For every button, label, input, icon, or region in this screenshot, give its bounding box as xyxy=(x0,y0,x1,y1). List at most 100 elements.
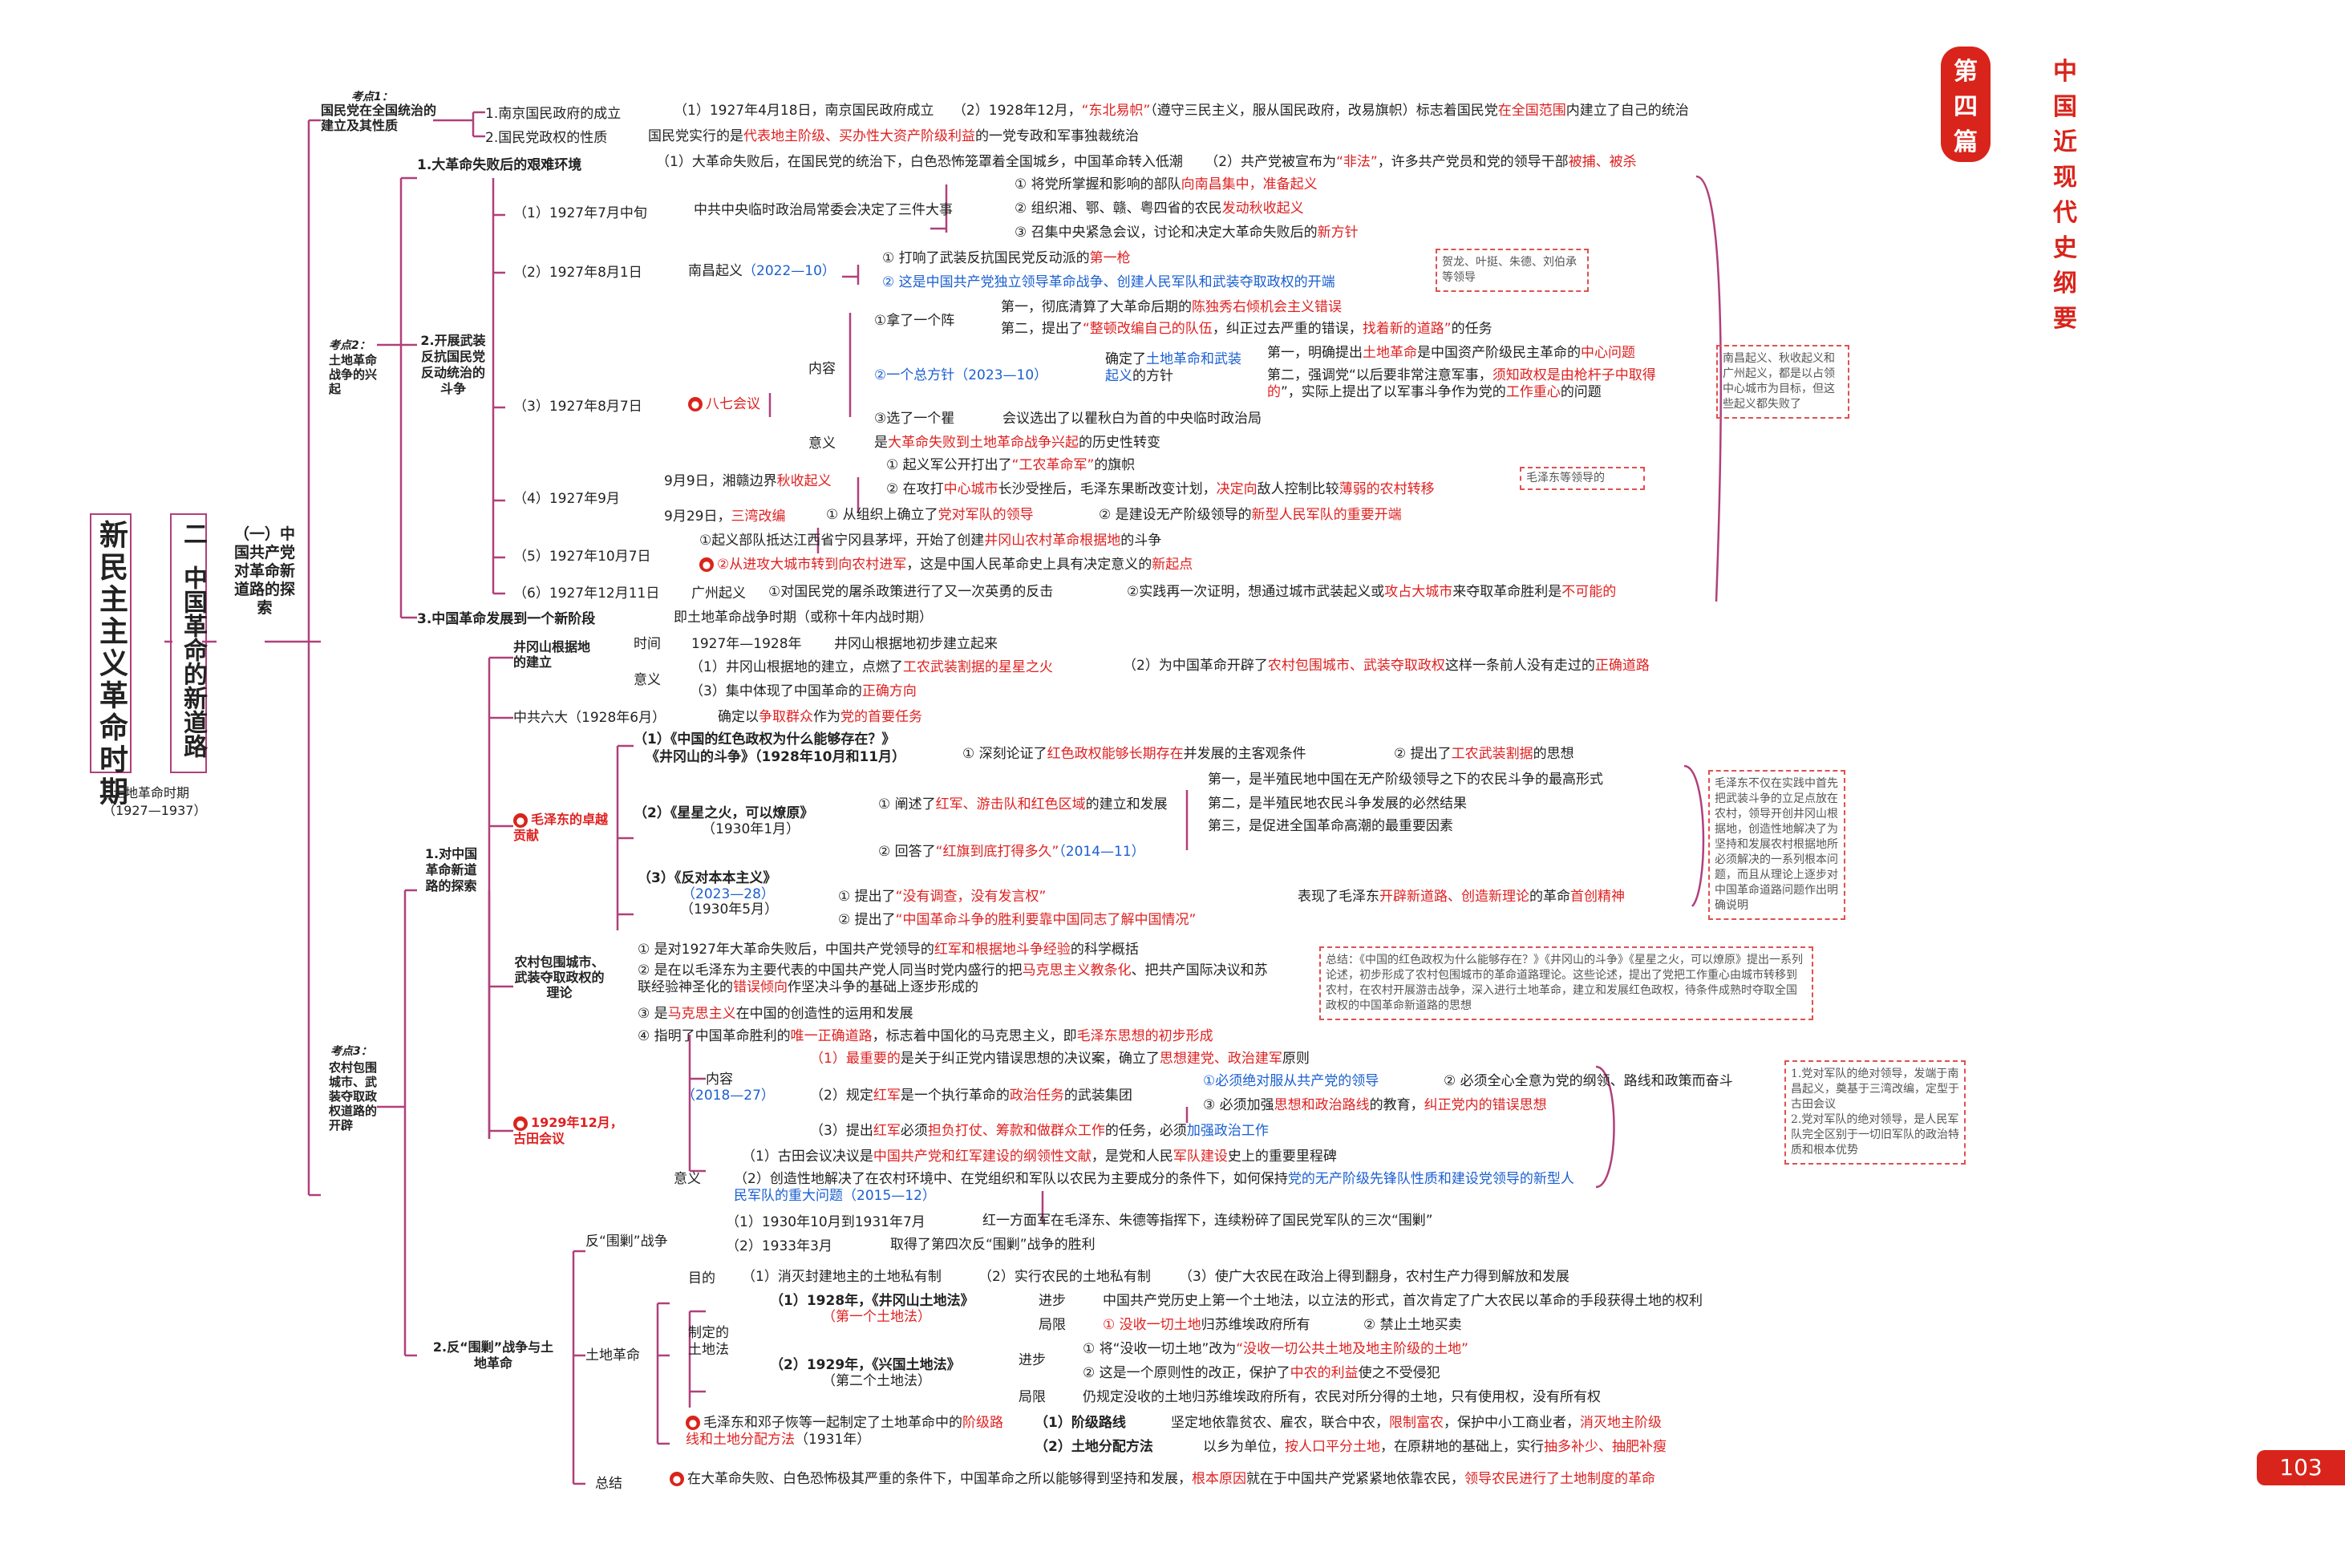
k2-r6ii-row: ②实践再一次证明，想通过城市武装起义或攻占大城市来夺取革命胜利是不可能的 xyxy=(1127,584,1616,601)
k3-jg-y3: （3）集中体现了中国革命的 xyxy=(690,683,862,699)
k2-r4b: 9月29日， xyxy=(664,508,731,525)
k3-jg-y: 意义 xyxy=(634,672,661,688)
k2-r4ivr: 新型人民军队的重要开端 xyxy=(1251,507,1402,523)
k2-r4-note: 毛泽东等领导的 xyxy=(1520,467,1645,490)
k2-r2ir: 第一枪 xyxy=(1089,250,1131,266)
k3-nc3b: 在中国的创造性的运用和发展 xyxy=(735,1006,913,1022)
k3-jg-y2-row: （2）为中国革命开辟了农村包围城市、武装夺取政权这样一条前人没有走过的正确道路 xyxy=(1123,658,1650,675)
k3-nc4b: ，标志着中国化的马克思主义，即 xyxy=(872,1028,1077,1044)
k2-label: 考点2： xyxy=(329,339,371,352)
k3-w1: （1）《中国的红色政权为什么能够存在？》 xyxy=(634,731,896,748)
k2-l1br: “非法” xyxy=(1336,154,1378,170)
k3-gt-y1r: 中国共产党和红军建设的纲领性文献 xyxy=(873,1149,1091,1165)
k2-r4a-row: 9月9日，湘赣边界秋收起义 xyxy=(664,473,832,490)
k2-r6ii: ②实践再一次证明，想通过城市武装起义或 xyxy=(1127,584,1385,600)
k2-r2ii: ② 这是中国共产党独立领导革命战争、创建人民军队和武装夺取政权的开端 xyxy=(882,274,1335,290)
k2-r1ir: 向南昌集中，准备起义 xyxy=(1181,176,1318,192)
k2-r3b-row: ●八七会议 xyxy=(688,396,760,413)
k3-td-l1: （1）阶级路线 xyxy=(1035,1415,1126,1431)
k3-nc4: ④ 指明了中国革命胜利的 xyxy=(638,1028,791,1044)
k2-r1: （1）1927年7月中旬 xyxy=(513,205,647,221)
k2-r5ib: 的斗争 xyxy=(1120,533,1162,549)
k3-jg-y2: （2）为中国革命开辟了 xyxy=(1123,658,1268,674)
k3-gt-n: 内容 xyxy=(706,1072,733,1088)
k3-gt-y2: （2）创造性地解决了在农村环境中、在党组织和军队以农民为主要成分的条件下，如何保… xyxy=(734,1171,1288,1187)
k2-l3: 3.中国革命发展到一个新阶段 xyxy=(417,611,596,627)
k2-r6: （6）1927年12月11日 xyxy=(513,585,660,602)
k3-gt3e: 加强政治工作 xyxy=(1186,1123,1269,1139)
k2-r3c1be: 的任务 xyxy=(1451,321,1492,337)
k3-nc1r: 红军和根据地斗争经验 xyxy=(934,942,1071,958)
k1-a2: （2）1928年12月， xyxy=(952,103,1082,119)
k3-zjb: 就在于中国共产党紧紧地依靠农民， xyxy=(1246,1471,1464,1487)
k2-r1iii-row: ③ 召集中央紧急会议，讨论和决定大革命失败后的新方针 xyxy=(1015,225,1359,241)
k3-gt2iiir: 思想和政治路线 xyxy=(1274,1097,1370,1113)
k2-r5i: ①起义部队抵达江西省宁冈县茅坪，开始了创建 xyxy=(699,533,985,549)
k3-td-z2-j2-row: ② 这是一个原则性的改正，保护了中农的利益使之不受侵犯 xyxy=(1083,1365,1440,1382)
k2-r6i: ①对国民党的屠杀政策进行了又一次英勇的反击 xyxy=(768,584,1054,600)
k3-gt2iii: ③ 必须加强 xyxy=(1203,1097,1274,1113)
k3-td-l: 毛泽东和邓子恢等一起制定了土地革命中的 xyxy=(703,1415,962,1431)
k3-jg-t: 时间 xyxy=(634,636,661,652)
k3-w3iir: “中国革命斗争的胜利要靠中国同志了解中国情况” xyxy=(895,912,1197,928)
k2-r5ii: ②从进攻大城市转到向农村进军 xyxy=(717,557,907,573)
k3-td-z2-j1-row: ① 将“没收一切土地”改为“没收一切公共土地及地主阶级的土地” xyxy=(1083,1341,1468,1358)
k3-nc1b: 的科学概括 xyxy=(1070,942,1139,958)
k3-s2: 2.反“围剿”战争与土地革命 xyxy=(432,1339,554,1371)
k3-jg-y1: （1）井冈山根据地的建立，点燃了 xyxy=(690,659,903,675)
k3-td-l1a: 坚定地依靠贫农、雇农，联合中农， xyxy=(1171,1415,1389,1431)
k2-r4i-row: ① 起义军公开打出了“工农革命军”的旗帜 xyxy=(886,457,1135,474)
k2-r3c1bd: 找着新的道路” xyxy=(1362,321,1452,337)
k3-wj: 反“围剿”战争 xyxy=(585,1234,668,1250)
k1-a: 1.南京国民政府的成立 xyxy=(485,106,622,122)
root-title: 新民主主义革命时期 xyxy=(95,520,128,808)
highlight-icon: ● xyxy=(513,1116,528,1131)
k3-w3-row: （3）《反对本本主义》 xyxy=(638,870,776,887)
k3-w1i: ① 深刻论证了 xyxy=(962,746,1047,762)
k3-gt1-row: （1）最重要的是关于纠正党内错误思想的决议案，确立了思想建党、政治建军原则 xyxy=(810,1051,1310,1068)
k3-gt2r: 红军 xyxy=(873,1088,901,1104)
k1-a2b: （遵守三民主义，服从国民政府，改易旗帜）标志着国民党 xyxy=(1150,103,1498,119)
k3-gt1b: 是关于纠正党内错误思想的决议案，确立了 xyxy=(900,1051,1160,1067)
k2-r4iir: 决定向 xyxy=(1216,481,1258,497)
k2-r3db: 的历史性转变 xyxy=(1079,435,1160,451)
k2-r3c2x2r: 须知政权是由枪杆子中取得的 xyxy=(1267,367,1656,400)
k2-r6iic: 不可能的 xyxy=(1561,584,1617,600)
k2-r6iir: 攻占大城市 xyxy=(1384,584,1453,600)
k3-td-z1-ja: 中国共产党历史上第一个土地法，以立法的形式，首次肯定了广大农民以革命的手段获得土… xyxy=(1103,1293,1703,1309)
k2-r4a: 9月9日，湘赣边界 xyxy=(664,473,777,489)
k2-r1ii: ② 组织湘、鄂、赣、粤四省的农民 xyxy=(1015,201,1222,217)
k2-l1b: （2）共产党被宣布为 xyxy=(1205,154,1337,170)
book-title: 中国近现代史纲要 xyxy=(2053,58,2077,333)
k3-td-l2b: ，在原耕地的基础上，实行 xyxy=(1380,1439,1544,1455)
k3-jg-y2c: 正确道路 xyxy=(1594,658,1650,674)
k3-td-z2-j2r: 中农的利益 xyxy=(1290,1365,1359,1381)
k2-r3: （3）1927年8月7日 xyxy=(513,399,642,415)
k3-mz-note: 毛泽东不仅在实践中首先把武装斗争的立足点放在农村，领导开创井冈山根据地，创造性地… xyxy=(1708,770,1845,920)
k3-gt1c: 原则 xyxy=(1282,1051,1310,1067)
k3-w3ii: ② 提出了 xyxy=(838,912,896,928)
k2-r3c2x1r: 土地革命 xyxy=(1363,345,1417,361)
k3-td-m3: （3）使广大农民在政治上得到翻身，农村生产力得到解放和发展 xyxy=(1179,1269,1569,1285)
k3-gt2iiic: 纠正党内的错误思想 xyxy=(1424,1097,1547,1113)
k3-td-lb: （1931年） xyxy=(795,1432,871,1448)
k2-r5ir: 井冈山农村革命根据地 xyxy=(984,533,1121,549)
k3-zga: 确定以 xyxy=(718,709,759,725)
k1-title: 国民党在全国统治的建立及其性质 xyxy=(321,103,437,133)
k2-l1: 1.大革命失败后的艰难环境 xyxy=(417,157,582,173)
k2-r3c1: ①拿了一个阵 xyxy=(874,313,955,329)
k2-r4br: 三湾改编 xyxy=(731,508,786,525)
chapter-num: 二 xyxy=(179,521,207,545)
k3-gt-y2c: 的重大问题（2015—12） xyxy=(775,1188,936,1204)
k3-w1ii: ② 提出了 xyxy=(1394,746,1452,762)
k3-w1ir: 红色政权能够长期存在 xyxy=(1047,746,1184,762)
k3-title: 农村包围城市、武装夺取政权道路的开辟 xyxy=(329,1060,378,1132)
k3-td-l2-row: 以乡为单位，按人口平分土地，在原耕地的基础上，实行抽多补少、抽肥补瘦 xyxy=(1203,1439,1667,1456)
k3-zj-row: ●在大革命失败、白色恐怖极其严重的条件下，中国革命之所以能够得到坚持和发展，根本… xyxy=(670,1471,1655,1488)
k3-td-z1-j: 进步 xyxy=(1039,1293,1066,1309)
k2-r3d-row: 是大革命失败到土地革命战争兴起的历史性转变 xyxy=(874,435,1160,452)
k3-nc2b: 、把共产国际决议和苏联经验神圣化的 xyxy=(638,962,1268,995)
section1-title: （一）中国共产党对革命新道路的探索 xyxy=(233,525,295,617)
k3-jg: 井冈山根据地的建立 xyxy=(513,639,591,670)
k3-zjc: 领导农民进行了土地制度的革命 xyxy=(1464,1471,1655,1487)
